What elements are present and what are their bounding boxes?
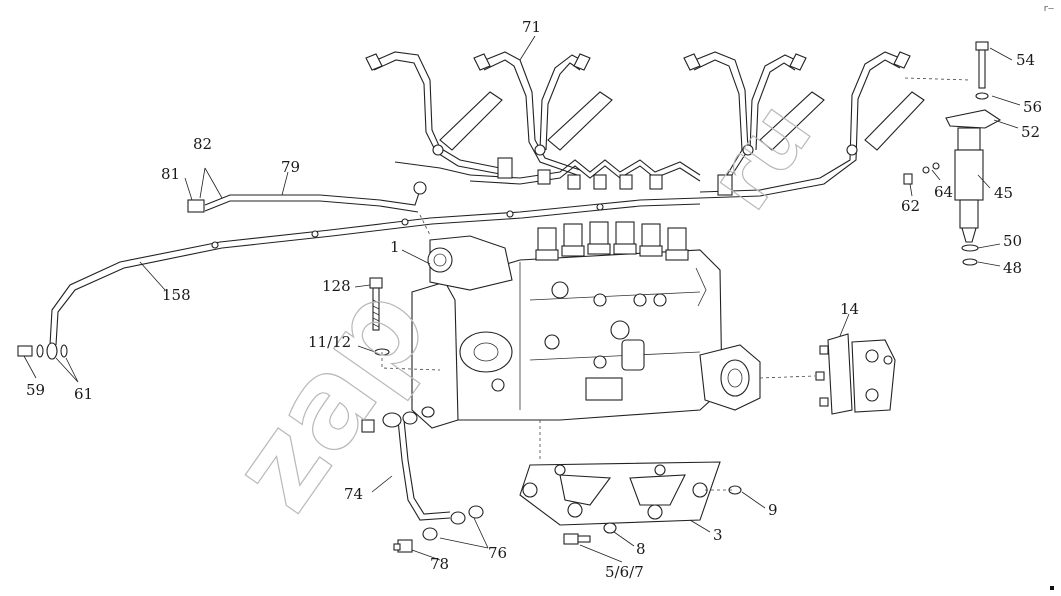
callout-9[interactable]: 9 [768,501,778,519]
callout-14[interactable]: 14 [840,300,860,318]
callout-3[interactable]: 3 [713,526,723,544]
banjo-fitting-set[interactable] [17,342,68,360]
callout-59[interactable]: 59 [26,381,46,399]
callout-48[interactable]: 48 [1003,259,1023,277]
callout-61[interactable]: 61 [74,385,94,403]
callout-76[interactable]: 76 [488,544,508,562]
fuel-supply-line[interactable] [49,197,701,346]
assembly-guide-lines [381,77,971,491]
injection-pump[interactable] [411,221,761,429]
injector[interactable] [945,109,1002,266]
oil-feed-line[interactable] [361,406,484,541]
banjo-bolt[interactable] [393,539,413,553]
callout-52[interactable]: 52 [1021,123,1041,141]
leader-lines [23,35,1021,563]
callout-62[interactable]: 62 [901,197,921,215]
callout-74[interactable]: 74 [344,485,364,503]
callout-78[interactable]: 78 [430,555,450,573]
callout-8[interactable]: 8 [636,540,646,558]
callout-64[interactable]: 64 [934,183,954,201]
fuel-return-line[interactable] [187,181,427,213]
callout-1[interactable]: 1 [390,238,400,256]
drive-coupling[interactable] [815,333,896,415]
callout-128[interactable]: 128 [322,277,351,295]
callout-82[interactable]: 82 [193,135,213,153]
callout-11-12[interactable]: 11/12 [308,333,352,351]
delivery-valve-holders [535,221,689,261]
callout-54[interactable]: 54 [1016,51,1036,69]
mounting-bolt[interactable] [369,277,390,356]
corner-mark: r— [1043,4,1054,14]
callout-79[interactable]: 79 [281,158,301,176]
callout-50[interactable]: 50 [1003,232,1023,250]
callout-81[interactable]: 81 [161,165,181,183]
callout-45[interactable]: 45 [994,184,1014,202]
callout-71[interactable]: 71 [522,18,542,36]
callout-158[interactable]: 158 [162,286,191,304]
leak-off-fittings[interactable] [903,162,940,185]
callout-56[interactable]: 56 [1023,98,1043,116]
pump-bracket[interactable] [519,461,721,526]
callout-5-6-7[interactable]: 5/6/7 [605,563,644,581]
fuel-injection-lines[interactable] [365,51,925,199]
injector-bolt[interactable] [975,41,989,100]
corner-dot [1050,586,1054,590]
